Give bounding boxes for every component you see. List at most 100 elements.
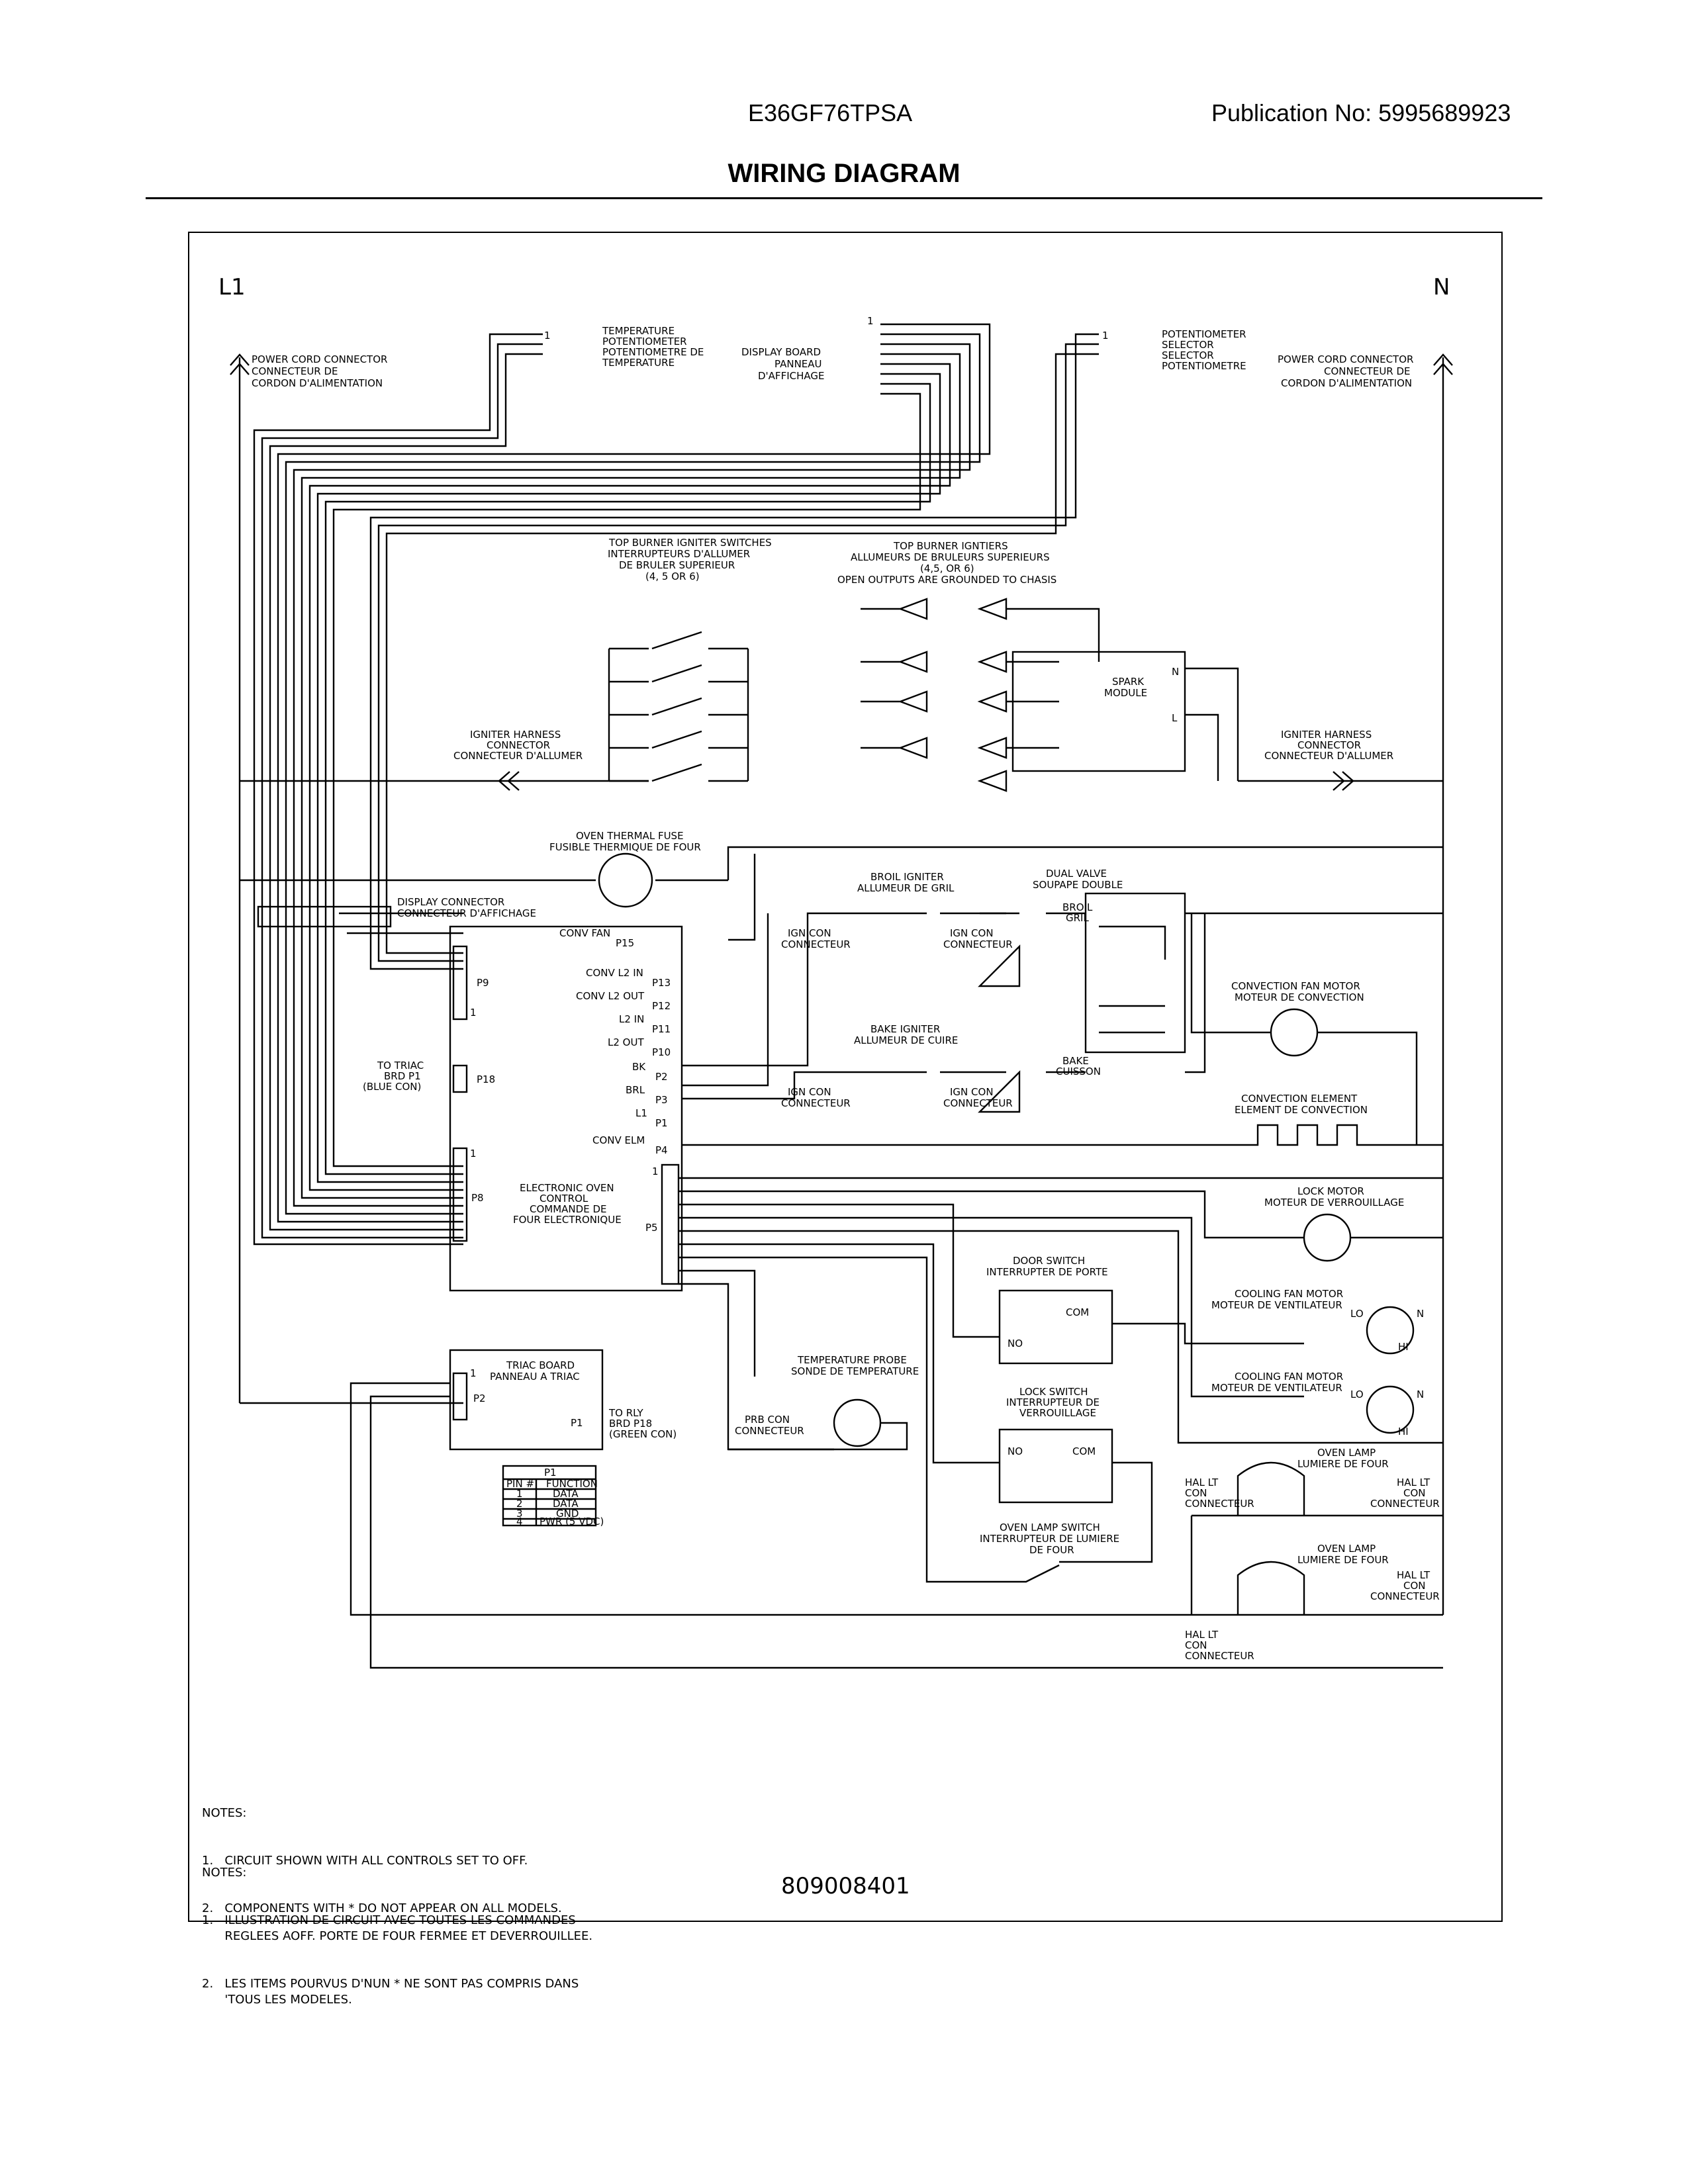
hal-lt-2a: HAL LT bbox=[1397, 1477, 1430, 1488]
notes-fr-head: NOTES: bbox=[202, 1866, 247, 1880]
igniter-harness-left-2: CONNECTOR bbox=[487, 739, 550, 751]
hal-lt-4b: CON bbox=[1185, 1639, 1207, 1651]
burner-igniters-1: TOP BURNER IGNTIERS bbox=[893, 540, 1008, 552]
pot-selector-3: SELECTOR bbox=[1162, 349, 1214, 361]
temp-pot-3: POTENTIOMETRE DE bbox=[602, 346, 704, 358]
ign-con-2a: IGN CON bbox=[950, 927, 994, 939]
display-connector-2: CONNECTEUR D'AFFICHAGE bbox=[397, 907, 536, 919]
spark-module-2: MODULE bbox=[1104, 687, 1147, 699]
port-conv-l2-in: CONV L2 IN bbox=[586, 967, 643, 979]
pot-selector-2: SELECTOR bbox=[1162, 339, 1214, 351]
hal-lt-4a: HAL LT bbox=[1185, 1629, 1219, 1641]
port-l1: L1 bbox=[635, 1107, 647, 1119]
burner-igniter-rows bbox=[861, 598, 1059, 792]
to-triac-2: BRD P1 bbox=[384, 1070, 421, 1082]
thermal-fuse-1: OVEN THERMAL FUSE bbox=[576, 830, 684, 842]
door-com: COM bbox=[1066, 1306, 1089, 1318]
port-p11: P11 bbox=[652, 1023, 671, 1035]
hal-lt-2b: CON bbox=[1403, 1487, 1426, 1499]
burner-igniters-2: ALLUMEURS DE BRULEURS SUPERIEURS bbox=[851, 551, 1050, 563]
port-l2-out: L2 OUT bbox=[608, 1036, 644, 1048]
door-switch-1: DOOR SWITCH bbox=[1013, 1255, 1085, 1267]
pot-selector-4: POTENTIOMETRE bbox=[1162, 360, 1246, 372]
port-conv-elm: CONV ELM bbox=[592, 1134, 645, 1146]
burner-igniters-3: (4,5, OR 6) bbox=[920, 563, 974, 574]
port-p10: P10 bbox=[652, 1046, 671, 1058]
ign-con-2b: CONNECTEUR bbox=[943, 938, 1013, 950]
broil-gril-2: GRIL bbox=[1066, 912, 1089, 924]
door-switch-2: INTERRUPTER DE PORTE bbox=[986, 1266, 1108, 1278]
lock-switch-3: VERROUILLAGE bbox=[1019, 1407, 1096, 1419]
hal-lt-1c: CONNECTEUR bbox=[1185, 1498, 1254, 1510]
temp-pot-4: TEMPERATURE bbox=[602, 357, 675, 369]
lock-no: NO bbox=[1008, 1445, 1023, 1457]
control-3: COMMANDE DE bbox=[530, 1203, 606, 1215]
hal-lt-3a: HAL LT bbox=[1397, 1569, 1430, 1581]
port-bk: BK bbox=[632, 1061, 646, 1073]
thermal-fuse-2: FUSIBLE THERMIQUE DE FOUR bbox=[549, 841, 701, 853]
ign-con-4a: IGN CON bbox=[950, 1086, 994, 1098]
igniter-switches-2: INTERRUPTEURS D'ALLUMER bbox=[608, 548, 750, 560]
to-triac-1: TO TRIAC bbox=[377, 1060, 424, 1071]
p5-pin-1: 1 bbox=[652, 1165, 659, 1177]
port-p13: P13 bbox=[652, 977, 671, 989]
port-p3: P3 bbox=[655, 1094, 668, 1106]
spark-n: N bbox=[1172, 666, 1179, 678]
p1-table-title: P1 bbox=[544, 1467, 557, 1479]
lock-switch-2: INTERRUPTEUR DE bbox=[1006, 1396, 1100, 1408]
bake-igniter-1: BAKE IGNITER bbox=[870, 1023, 940, 1035]
conv-fan-motor-1: CONVECTION FAN MOTOR bbox=[1231, 980, 1360, 992]
p1-row-2-function: DATA bbox=[553, 1498, 579, 1510]
page-title: WIRING DIAGRAM bbox=[727, 159, 961, 188]
temp-pot-2: POTENTIOMETER bbox=[602, 336, 687, 347]
conv-element-1: CONVECTION ELEMENT bbox=[1241, 1093, 1358, 1105]
fan2-n: N bbox=[1417, 1388, 1424, 1400]
power-cord-left-1: POWER CORD CONNECTOR bbox=[252, 353, 387, 365]
conv-element-2: ELEMENT DE CONVECTION bbox=[1235, 1104, 1368, 1116]
ign-con-4b: CONNECTEUR bbox=[943, 1097, 1013, 1109]
prb-con-2: CONNECTEUR bbox=[735, 1425, 804, 1437]
port-p15: P15 bbox=[616, 937, 634, 949]
display-board-pin-1: 1 bbox=[867, 315, 874, 327]
to-rly-3: (GREEN CON) bbox=[609, 1428, 677, 1440]
burner-igniters-4: OPEN OUTPUTS ARE GROUNDED TO CHASIS bbox=[837, 574, 1056, 586]
power-cord-left-3: CORDON D'ALIMENTATION bbox=[252, 377, 383, 389]
display-board-1: DISPLAY BOARD bbox=[741, 346, 821, 358]
lock-motor-1: LOCK MOTOR bbox=[1297, 1185, 1364, 1197]
igniter-switches-3: DE BRULER SUPERIEUR bbox=[619, 559, 735, 571]
igniter-switches-4: (4, 5 OR 6) bbox=[645, 570, 700, 582]
l1-label: L1 bbox=[218, 274, 246, 300]
p1-row-1-function: DATA bbox=[553, 1488, 579, 1500]
notes-en-1: 1. CIRCUIT SHOWN WITH ALL CONTROLS SET T… bbox=[202, 1854, 528, 1868]
dual-valve-1: DUAL VALVE bbox=[1046, 868, 1107, 880]
hal-lt-4c: CONNECTEUR bbox=[1185, 1650, 1254, 1662]
model-number: E36GF76TPSA bbox=[748, 99, 913, 126]
temp-pot-pin-1: 1 bbox=[544, 330, 551, 341]
lock-com: COM bbox=[1072, 1445, 1096, 1457]
port-tb-p2: P2 bbox=[473, 1392, 486, 1404]
cooling-fan-2a: COOLING FAN MOTOR bbox=[1235, 1371, 1343, 1383]
oven-lamp-switch-3: DE FOUR bbox=[1029, 1544, 1074, 1556]
ign-con-1a: IGN CON bbox=[788, 927, 831, 939]
cooling-fan-1a: COOLING FAN MOTOR bbox=[1235, 1288, 1343, 1300]
port-brl: BRL bbox=[626, 1084, 645, 1096]
temp-probe-2: SONDE DE TEMPERATURE bbox=[791, 1365, 919, 1377]
port-l2-in: L2 IN bbox=[619, 1013, 644, 1025]
switch-rows bbox=[609, 631, 748, 782]
control-4: FOUR ELECTRONIQUE bbox=[513, 1214, 622, 1226]
bake-igniter-2: ALLUMEUR DE CUIRE bbox=[854, 1034, 958, 1046]
lock-motor-2: MOTEUR DE VERROUILLAGE bbox=[1264, 1197, 1404, 1208]
port-p8: P8 bbox=[471, 1192, 484, 1204]
pot-selector-1: POTENTIOMETER bbox=[1162, 328, 1246, 340]
oven-lamp-switch-2: INTERRUPTEUR DE LUMIERE bbox=[980, 1533, 1119, 1545]
fan1-n: N bbox=[1417, 1308, 1424, 1320]
hal-lt-3b: CON bbox=[1403, 1580, 1426, 1592]
igniter-harness-left-3: CONNECTEUR D'ALLUMER bbox=[453, 750, 583, 762]
conv-fan-motor-2: MOTEUR DE CONVECTION bbox=[1235, 991, 1364, 1003]
hal-lt-1b: CON bbox=[1185, 1487, 1207, 1499]
power-cord-right-2: CONNECTEUR DE bbox=[1324, 365, 1411, 377]
spark-module-1: SPARK bbox=[1112, 676, 1145, 688]
p1-row-3-pin: 3 bbox=[516, 1508, 523, 1520]
broil-gril-1: BROIL bbox=[1062, 901, 1093, 913]
